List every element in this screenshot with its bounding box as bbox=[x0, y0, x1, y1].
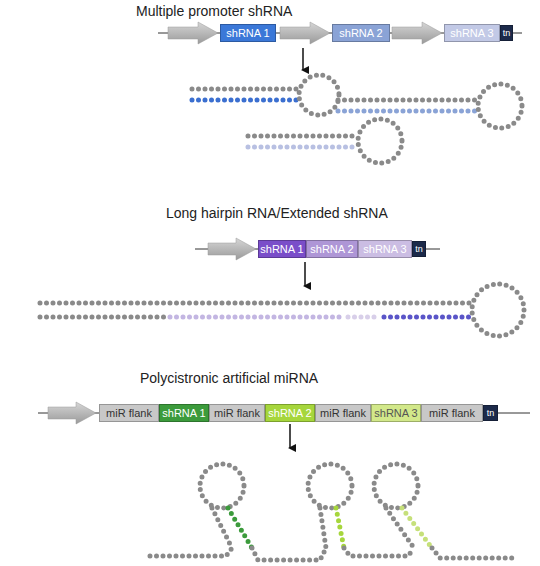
promoter-arrow bbox=[208, 238, 256, 260]
node-text: miR flank bbox=[106, 407, 152, 419]
node-text: shRNA 1 bbox=[226, 27, 269, 39]
guide-strand bbox=[228, 508, 252, 548]
shrna-box: shRNA 1 bbox=[258, 240, 306, 258]
section-title: Polycistronic artificial miRNA bbox=[140, 370, 318, 386]
node-text: shRNA 2 bbox=[310, 243, 353, 255]
rna-strand bbox=[248, 134, 358, 139]
hairpin-loop bbox=[308, 464, 352, 508]
node-text: miR flank bbox=[214, 407, 260, 419]
rna-strand bbox=[252, 548, 326, 560]
shrna-box: shRNA 1 bbox=[220, 24, 276, 42]
section-title: Long hairpin RNA/Extended shRNA bbox=[166, 205, 388, 221]
guide-strand bbox=[402, 508, 432, 548]
section-title: Multiple promoter shRNA bbox=[136, 3, 292, 19]
shrna-box: shRNA 3 bbox=[371, 404, 421, 422]
shrna-box: shRNA 2 bbox=[265, 404, 315, 422]
shrna-box: shRNA 2 bbox=[306, 240, 358, 258]
hairpin-loop bbox=[374, 464, 418, 508]
hairpin-loop bbox=[200, 464, 244, 508]
guide-strand bbox=[192, 98, 300, 103]
node-text: shRNA 3 bbox=[374, 407, 417, 419]
node-text: tn bbox=[503, 27, 511, 39]
promoter-arrow bbox=[280, 22, 330, 44]
guide-strand bbox=[338, 109, 478, 114]
node-text: shRNA 3 bbox=[363, 243, 406, 255]
node-text: tn bbox=[415, 243, 423, 255]
rna-strand bbox=[192, 87, 300, 92]
rna-strand bbox=[344, 548, 414, 556]
shrna-box: shRNA 3 bbox=[358, 240, 412, 258]
node-text: shRNA 1 bbox=[260, 243, 303, 255]
hairpin-loop bbox=[472, 284, 524, 336]
shrna-box: shRNA 3 bbox=[444, 24, 500, 42]
mir-flank-box: miR flank bbox=[99, 404, 159, 422]
node-text: miR flank bbox=[429, 407, 475, 419]
promoter-arrow bbox=[168, 22, 218, 44]
shrna-box: shRNA 1 bbox=[159, 404, 209, 422]
hairpin-loop bbox=[299, 75, 339, 115]
hairpin-loop bbox=[478, 84, 522, 128]
mir-flank-box: miR flank bbox=[209, 404, 265, 422]
shrna-box: shRNA 2 bbox=[332, 24, 390, 42]
node-text: shRNA 3 bbox=[450, 27, 493, 39]
terminator-box: tn bbox=[500, 25, 513, 41]
rna-strand bbox=[432, 548, 515, 558]
node-text: shRNA 1 bbox=[162, 407, 205, 419]
process-arrow bbox=[302, 48, 304, 70]
node-text: shRNA 2 bbox=[268, 407, 311, 419]
rna-strand bbox=[320, 508, 326, 548]
node-text: tn bbox=[487, 407, 495, 419]
promoter-arrow bbox=[392, 22, 442, 44]
node-text: shRNA 2 bbox=[339, 27, 382, 39]
guide-strand bbox=[336, 508, 344, 548]
mir-flank-box: miR flank bbox=[315, 404, 371, 422]
node-text: miR flank bbox=[320, 407, 366, 419]
process-arrow bbox=[304, 262, 306, 286]
mir-flank-box: miR flank bbox=[421, 404, 483, 422]
rna-strand bbox=[40, 301, 472, 306]
guide-strand bbox=[248, 145, 358, 150]
terminator-box: tn bbox=[483, 405, 498, 421]
rna-strand bbox=[338, 98, 478, 103]
hairpin-loop bbox=[358, 119, 402, 163]
guide-strand bbox=[384, 315, 472, 320]
rna-strand bbox=[386, 508, 414, 548]
promoter-arrow bbox=[48, 402, 96, 424]
terminator-box: tn bbox=[412, 241, 426, 257]
guide-strand bbox=[348, 315, 378, 320]
rna-strand bbox=[150, 548, 232, 556]
process-arrow bbox=[289, 424, 291, 448]
guide-strand bbox=[170, 315, 342, 320]
rna-strand bbox=[40, 315, 164, 320]
